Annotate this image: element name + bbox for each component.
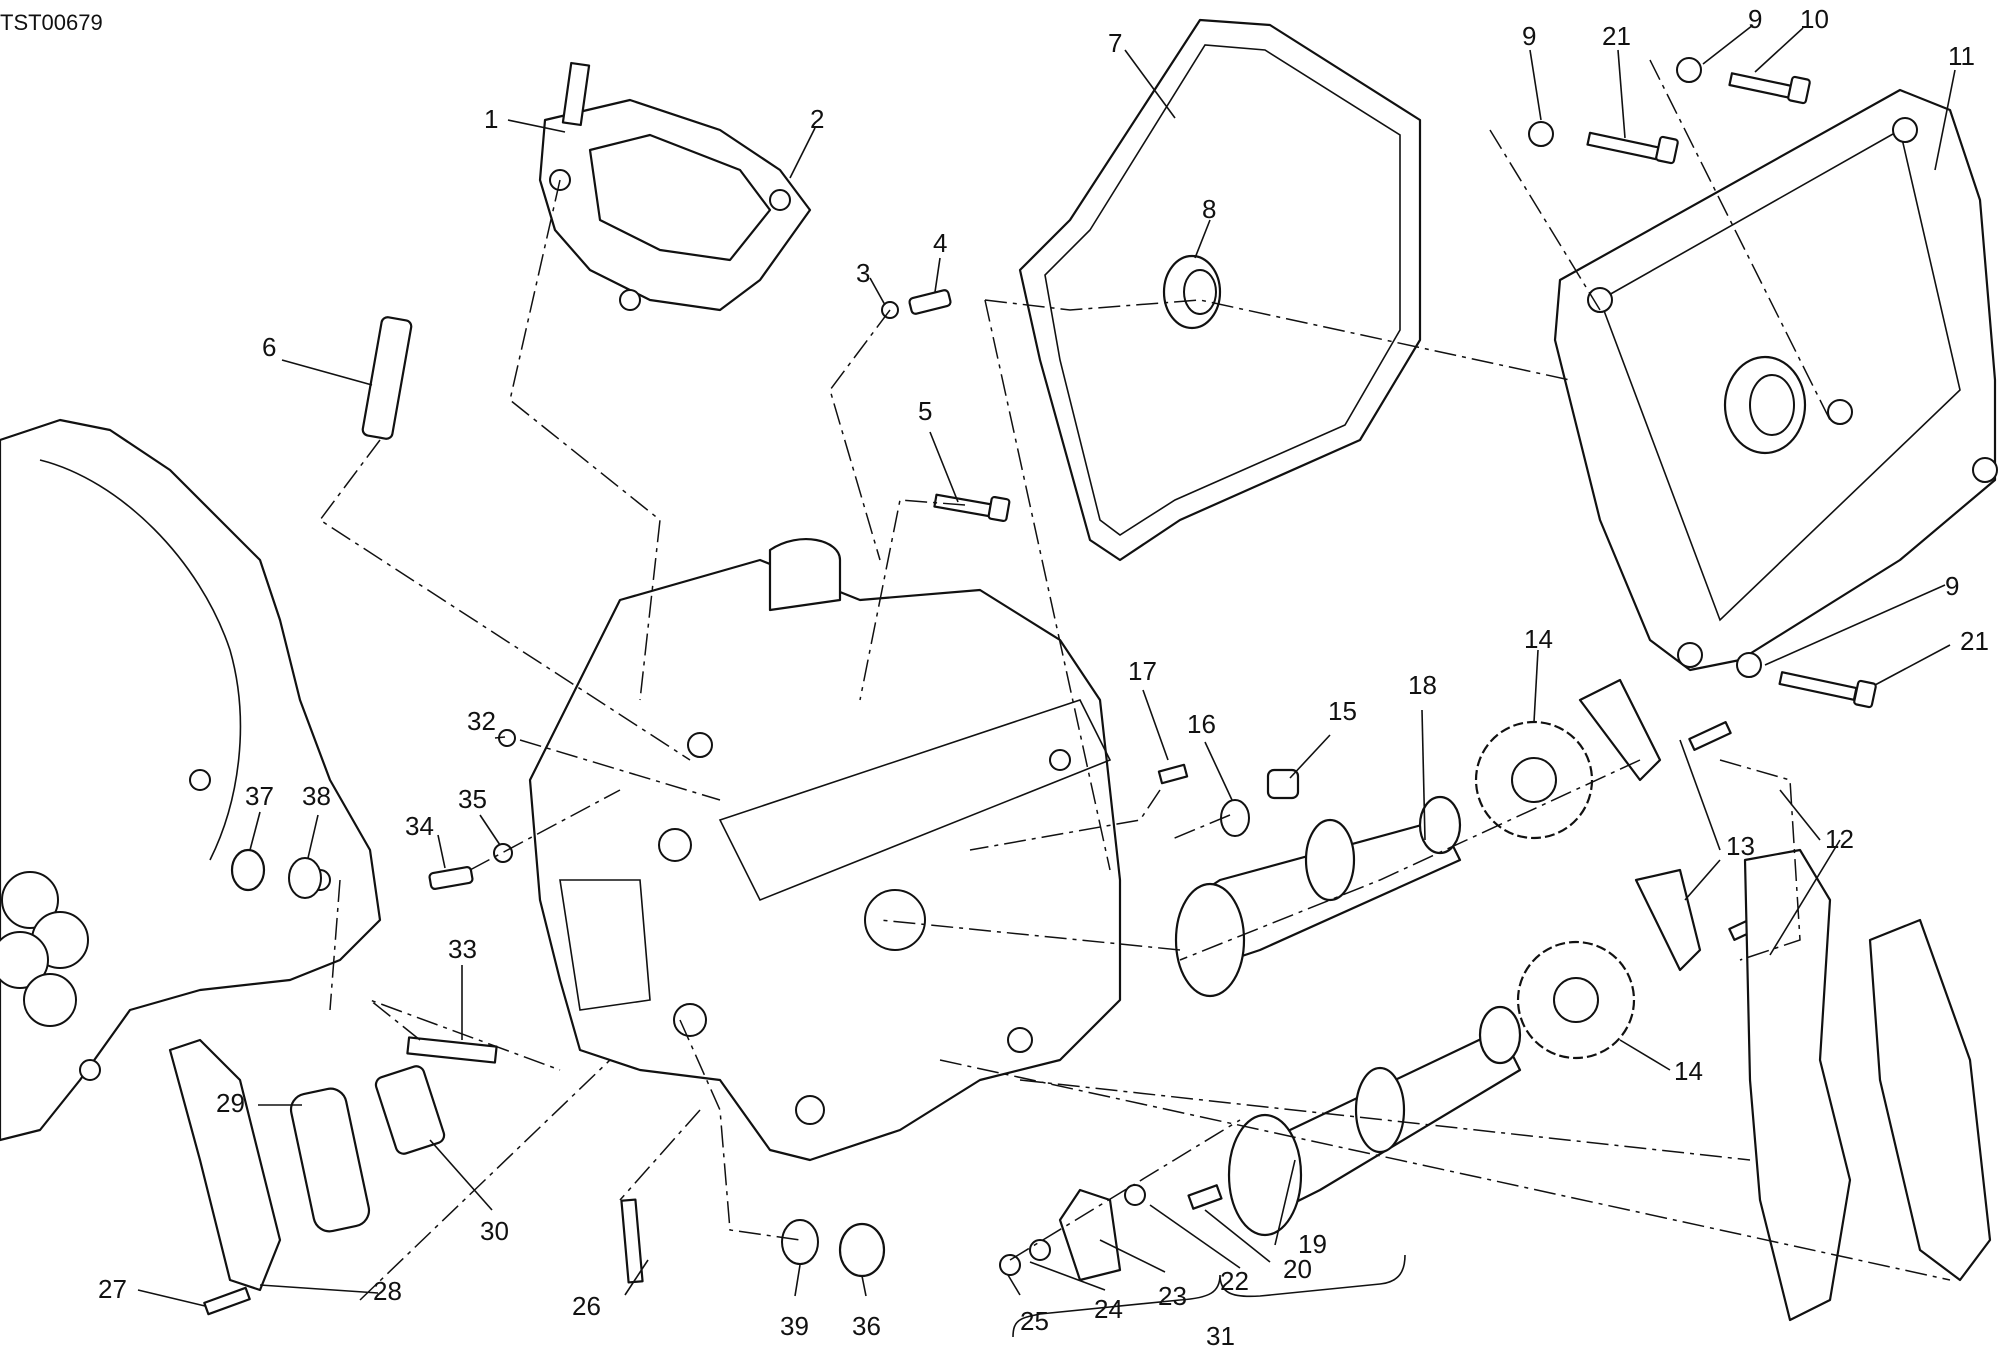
assembly-lines [318, 59, 1951, 1301]
callout-5: 5 [918, 396, 932, 426]
sensor-part-34 [428, 866, 474, 890]
washer-part-38 [288, 857, 322, 899]
stud-part-33 [406, 1036, 498, 1064]
lock-plate-part-13 [1578, 678, 1702, 972]
callout-7: 7 [1108, 28, 1122, 58]
stud-part-26 [620, 1198, 644, 1284]
rocker-support-part [1743, 848, 1992, 1322]
pin-part-17 [1157, 763, 1189, 785]
sensor-part-4 [881, 289, 952, 319]
callout-27: 27 [98, 1274, 127, 1304]
head-cover-part [1553, 88, 1998, 672]
rocker-arm-part-28 [168, 1038, 282, 1292]
callout-8: 8 [1202, 194, 1216, 224]
callout-14a: 14 [1524, 624, 1553, 654]
callout-14b: 14 [1674, 1056, 1703, 1086]
callout-30: 30 [480, 1216, 509, 1246]
callout-22: 22 [1220, 1266, 1249, 1296]
callout-24: 24 [1094, 1294, 1123, 1324]
callout-4: 4 [933, 228, 947, 258]
callout-9c: 9 [1945, 571, 1959, 601]
gear-part-14-top [1474, 720, 1594, 840]
washer-part-35 [493, 843, 513, 863]
callout-9b: 9 [1748, 4, 1762, 34]
callout-31: 31 [1206, 1321, 1235, 1351]
callout-13: 13 [1726, 831, 1755, 861]
bolt-part-5 [933, 493, 1011, 523]
gasket-part-29 [289, 1087, 371, 1233]
callout-33: 33 [448, 934, 477, 964]
o-ring-part-16 [1220, 799, 1250, 837]
callout-28: 28 [373, 1276, 402, 1306]
callout-35: 35 [458, 784, 487, 814]
camshaft-part-18 [1174, 795, 1462, 998]
callout-32: 32 [467, 706, 496, 736]
filter-part-30 [374, 1065, 446, 1155]
decompressor-part-23 [1058, 1188, 1122, 1282]
callout-16: 16 [1187, 709, 1216, 739]
callout-15: 15 [1328, 696, 1357, 726]
diagram-code: TST00679 [0, 10, 103, 35]
callout-10: 10 [1800, 4, 1829, 34]
intake-flange-part [538, 61, 812, 312]
stud-part-6 [361, 316, 413, 440]
callout-38: 38 [302, 781, 331, 811]
callout-29: 29 [216, 1088, 245, 1118]
bolt-part-21-bottom [1778, 671, 1877, 709]
nut-part-37 [230, 848, 266, 892]
callout-9a: 9 [1522, 21, 1536, 51]
callout-labels: 1 2 3 4 5 6 7 8 9 9 9 10 11 12 13 14 14 … [98, 4, 1989, 1351]
callout-21b: 21 [1960, 626, 1989, 656]
callout-12: 12 [1825, 824, 1854, 854]
callout-26: 26 [572, 1291, 601, 1321]
gear-part-14-bottom [1516, 940, 1636, 1060]
screw-part-27 [203, 1286, 251, 1316]
callout-23: 23 [1158, 1281, 1187, 1311]
callout-37: 37 [245, 781, 274, 811]
camshaft-part-19 [1227, 1005, 1522, 1237]
oil-seal-part-8 [1162, 254, 1222, 330]
callout-6: 6 [262, 332, 276, 362]
callout-18: 18 [1408, 670, 1437, 700]
callout-20: 20 [1283, 1254, 1312, 1284]
bolt-part-21-top [1586, 131, 1679, 165]
cylinder-head-part [528, 538, 1122, 1162]
callout-34: 34 [405, 811, 434, 841]
callout-2: 2 [810, 104, 824, 134]
washer-part-9 [1528, 57, 1762, 678]
callout-25: 25 [1020, 1306, 1049, 1336]
callout-11: 11 [1948, 41, 1975, 71]
callout-17: 17 [1128, 656, 1157, 686]
washer-part-39 [781, 1219, 819, 1265]
callout-1: 1 [484, 104, 498, 134]
callout-19: 19 [1298, 1229, 1327, 1259]
bolt-part-10 [1728, 72, 1811, 105]
callout-3: 3 [856, 258, 870, 288]
callout-36: 36 [852, 1311, 881, 1341]
nut-part-36 [838, 1222, 886, 1278]
leader-lines [137, 24, 1956, 1338]
callout-21a: 21 [1602, 21, 1631, 51]
callout-39: 39 [780, 1311, 809, 1341]
crankcase-part [0, 418, 382, 1142]
